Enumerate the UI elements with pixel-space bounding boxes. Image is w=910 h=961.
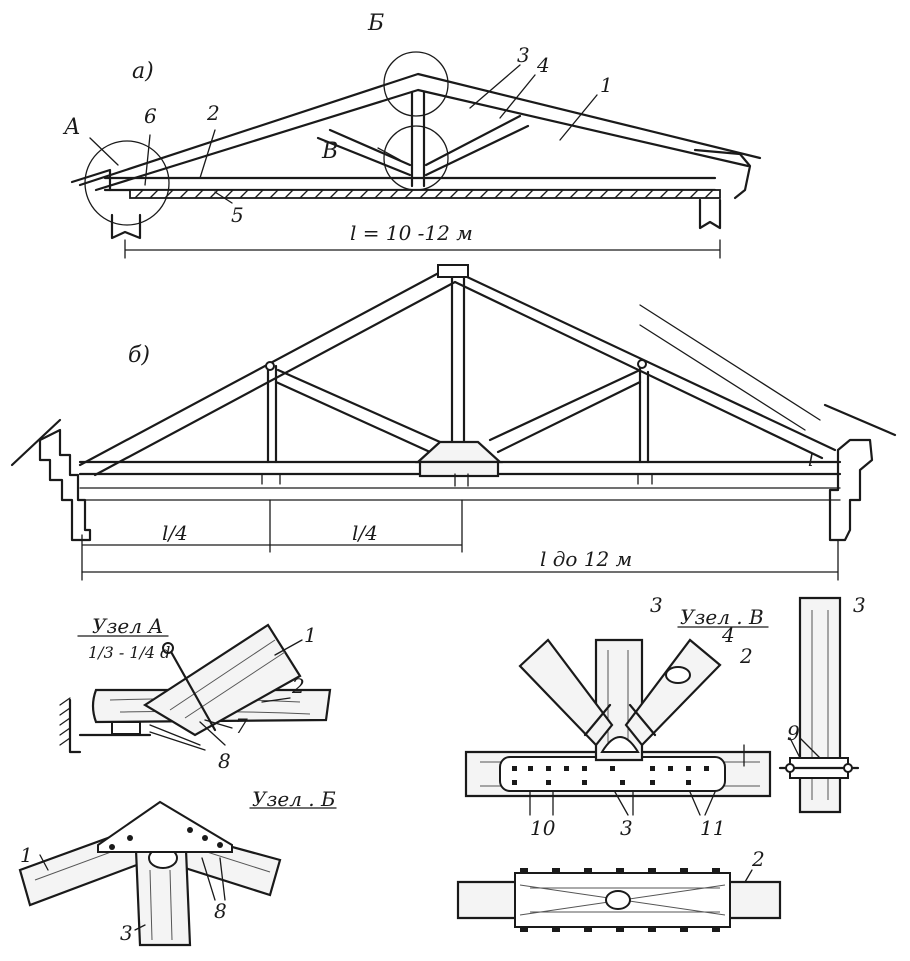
figure-b-quarter-left: l/4 xyxy=(162,521,188,545)
node-v-plan-number-2: 2 xyxy=(751,847,765,871)
node-v-side-number-3: 3 xyxy=(853,593,866,617)
node-b-number-8: 8 xyxy=(214,899,227,923)
figure-a-number-4: 4 xyxy=(536,53,550,77)
node-a-title: Узел А xyxy=(92,614,163,638)
node-a-ratio: 1/3 - 1/4 d xyxy=(88,643,170,662)
node-b-label: Б xyxy=(367,11,384,36)
node-a-number-8: 8 xyxy=(218,749,231,773)
node-b-number-1: 1 xyxy=(20,843,33,867)
node-v-number-10: 10 xyxy=(530,816,556,840)
figure-b-quarter-mid: l/4 xyxy=(352,521,378,545)
node-v-number-9: 9 xyxy=(787,721,800,745)
figure-a-caption: а) xyxy=(132,59,154,84)
node-v-detail xyxy=(456,596,860,932)
figure-b-end-mark: l xyxy=(808,450,814,471)
node-v-number-4: 4 xyxy=(721,623,735,647)
figure-a-span: l = 10 -12 м xyxy=(350,221,473,245)
figure-a-number-5: 5 xyxy=(231,203,244,227)
node-a-label: А xyxy=(62,115,81,140)
figure-a-number-3: 3 xyxy=(517,43,530,67)
node-a-number-7: 7 xyxy=(235,714,248,738)
node-v-plan-bolts xyxy=(520,868,720,932)
node-a-number-1: 1 xyxy=(304,623,317,647)
node-a-number-2: 2 xyxy=(291,674,305,698)
figure-b-caption: б) xyxy=(128,343,150,368)
node-v-holes xyxy=(512,766,709,785)
node-b-circle xyxy=(383,51,449,117)
node-a-detail xyxy=(59,623,332,754)
node-a-circle xyxy=(84,140,170,226)
node-v-number-3-bottom: 3 xyxy=(620,816,633,840)
node-v-number-11: 11 xyxy=(700,816,725,840)
node-v-number-3-top: 3 xyxy=(650,593,663,617)
figure-a-number-6: 6 xyxy=(144,104,157,128)
node-b-title: Узел . Б xyxy=(252,787,336,811)
figure-a-truss xyxy=(70,51,762,259)
figure-b-truss xyxy=(10,264,897,581)
node-b-detail xyxy=(18,800,337,947)
figure-a-number-1: 1 xyxy=(600,73,613,97)
figure-b-span: l до 12 м xyxy=(540,547,632,571)
node-v-title: Узел . В xyxy=(680,605,764,629)
node-v-circle xyxy=(383,125,449,191)
figure-a-number-2: 2 xyxy=(206,101,220,125)
node-v-label: В xyxy=(321,139,338,164)
node-b-number-3: 3 xyxy=(120,921,133,945)
node-v-number-2: 2 xyxy=(739,644,753,668)
